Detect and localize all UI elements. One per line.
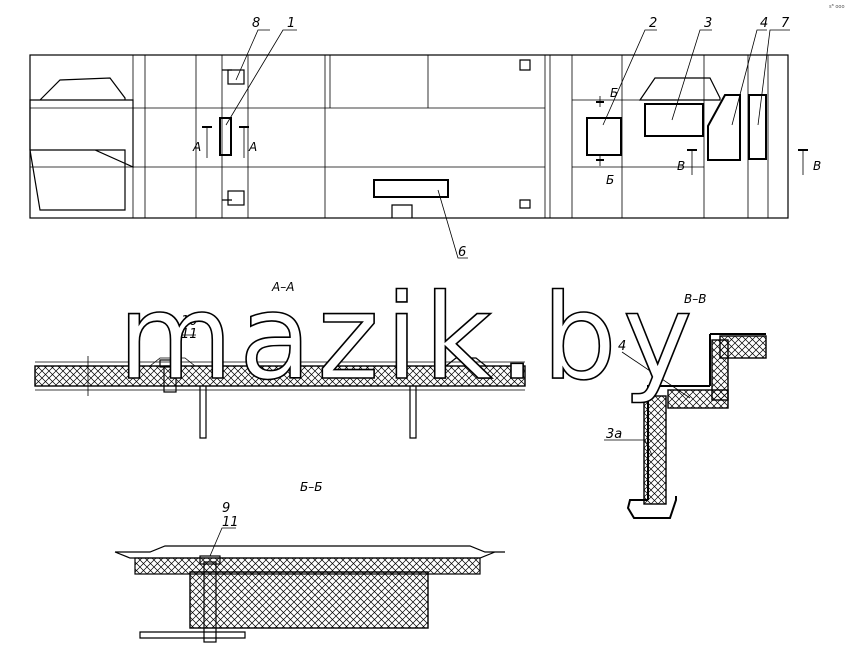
callout-9: 9 [222, 501, 230, 516]
section-vv-title: В–В [684, 292, 706, 306]
callout-11-aa: 11 [181, 327, 198, 342]
hatch-3 [644, 103, 704, 137]
callout-8: 8 [252, 16, 260, 31]
hatch-2 [586, 117, 622, 156]
leader-vv [604, 351, 691, 456]
floor-slab-bb [134, 557, 481, 575]
section-bb: Б–Б 9 11 [114, 480, 505, 643]
svg-text:В: В [813, 159, 821, 173]
callout-6: 6 [458, 245, 466, 260]
callout-10: 10 [181, 314, 198, 329]
callout-2: 2 [649, 16, 657, 31]
slab-edges-aa [35, 356, 525, 396]
bolt-head-aa [159, 359, 181, 368]
floor-plate-bb [114, 545, 505, 559]
svg-text:Б: Б [606, 173, 614, 187]
section-markers [202, 96, 808, 175]
callout-11-bb: 11 [222, 515, 239, 530]
svg-text:А: А [192, 140, 201, 154]
hatch-7 [748, 94, 767, 160]
insulation-bb [189, 571, 429, 629]
middle-panel-vv [667, 389, 729, 409]
cab-contour-right [638, 77, 721, 101]
leader-lines [225, 29, 790, 259]
leader-bb [209, 527, 236, 557]
frame-member-bb [139, 631, 246, 639]
outer-skin-vv [626, 333, 766, 519]
svg-text:В: В [677, 159, 685, 173]
bolt-bb [203, 561, 217, 643]
cab-contour [29, 77, 134, 211]
corner-mark: sᴮ ooo [829, 4, 845, 10]
section-aa-title: А–А [271, 280, 294, 294]
hatch-4 [707, 94, 741, 161]
hatch-1 [219, 117, 232, 156]
callout-1: 1 [287, 16, 295, 31]
plan-view: А А Б Б В В 8 1 2 3 4 7 6 [29, 16, 821, 260]
bolt-aa [163, 365, 177, 393]
callout-3a: 3а [606, 427, 622, 442]
section-bb-title: Б–Б [300, 480, 322, 494]
floor-notches [222, 59, 531, 218]
support-brackets-aa [199, 357, 487, 439]
watermark: mazik.by [118, 268, 699, 406]
floor-slab-aa [34, 365, 526, 387]
callout-4-vv: 4 [618, 339, 626, 354]
lower-panel-vv [643, 395, 667, 505]
section-vv: В–В 4 3а [604, 292, 767, 519]
callout-4: 4 [760, 16, 768, 31]
callout-3: 3 [704, 16, 712, 31]
svg-text:А: А [248, 140, 257, 154]
callout-7: 7 [781, 16, 790, 31]
leader-aa [169, 334, 196, 363]
section-marker-labels: А А Б Б В В [192, 86, 821, 187]
section-aa: А–А 10 11 [34, 280, 526, 439]
hatch-6 [373, 179, 449, 198]
svg-text:Б: Б [610, 86, 618, 100]
